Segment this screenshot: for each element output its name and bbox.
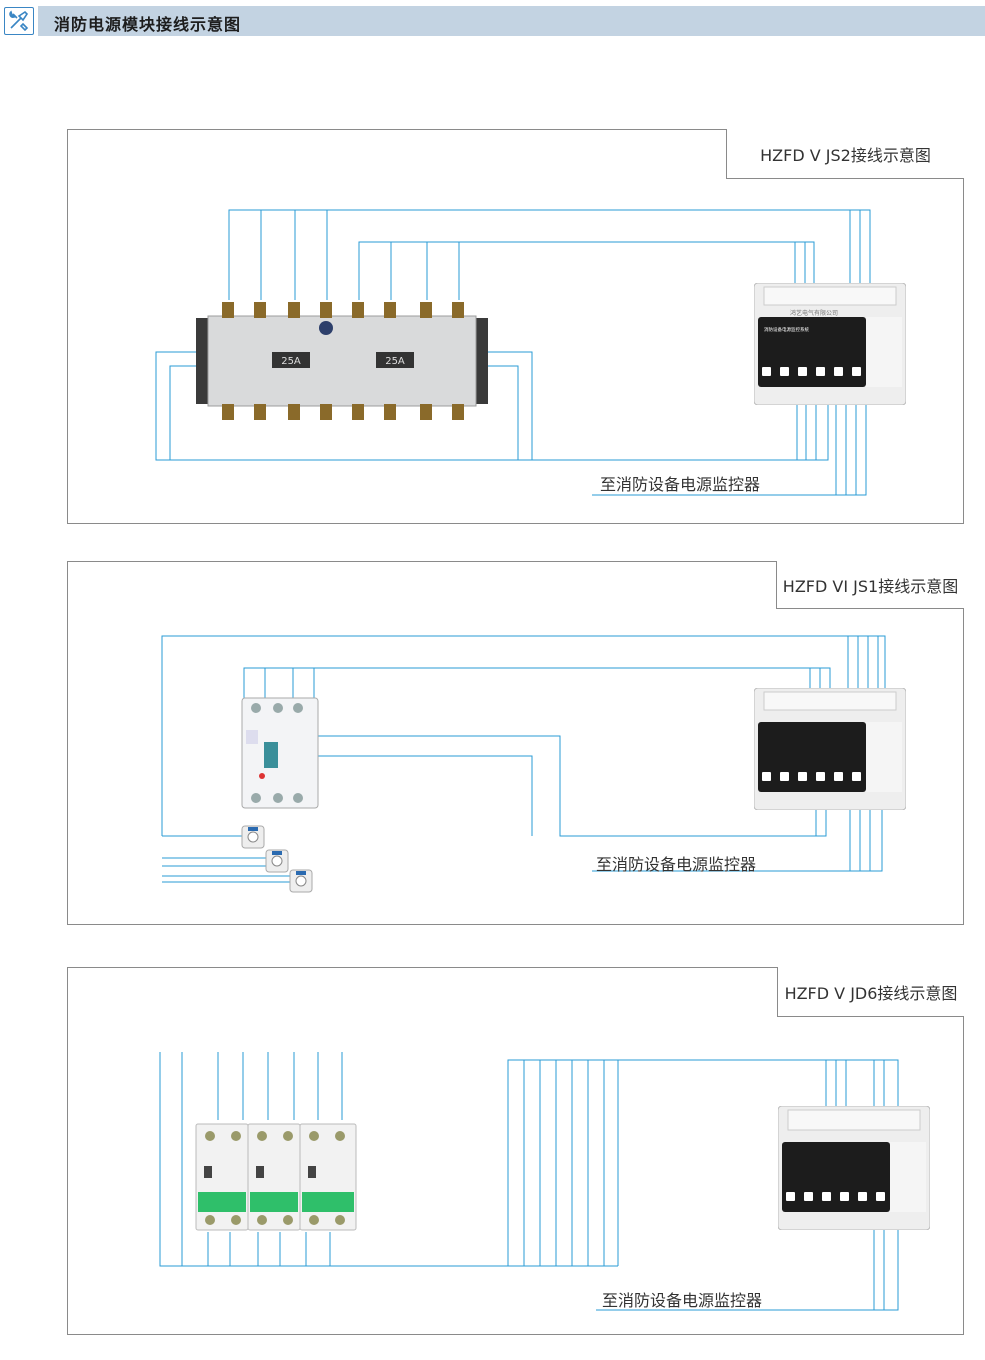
monitor-module-3 [778,1106,930,1230]
tools-icon [4,7,34,35]
molded-case-breaker [241,697,319,809]
miniature-breakers [195,1123,357,1231]
monitor-module-2 [754,688,906,810]
caption-js2: 至消防设备电源监控器 [600,475,761,494]
header-bar [38,6,985,36]
diagram-label-jd6: HZFD V JD6接线示意图 [777,967,964,1017]
caption-js1: 至消防设备电源监控器 [596,855,757,874]
monitor-module-1: 鸿艺电气有限公司 消防设备电源监控系统 [754,283,906,405]
page-header: 消防电源模块接线示意图 [0,0,985,40]
monitor-brand: 鸿艺电气有限公司 [790,309,838,317]
monitor-title: 消防设备电源监控系统 [764,326,809,333]
switch-rating-2: 25A [385,356,405,367]
switch-rating-1: 25A [281,356,301,367]
page-title: 消防电源模块接线示意图 [54,15,242,34]
diagram-label-js1: HZFD VI JS1接线示意图 [776,561,964,609]
current-transformer-2 [265,849,289,873]
diagram-label-js2: HZFD V JS2接线示意图 [726,129,964,179]
current-transformer-1 [241,825,265,849]
current-transformer-3 [289,869,313,893]
caption-jd6: 至消防设备电源监控器 [602,1291,763,1310]
dual-power-switch: 25A 25A [196,302,488,420]
